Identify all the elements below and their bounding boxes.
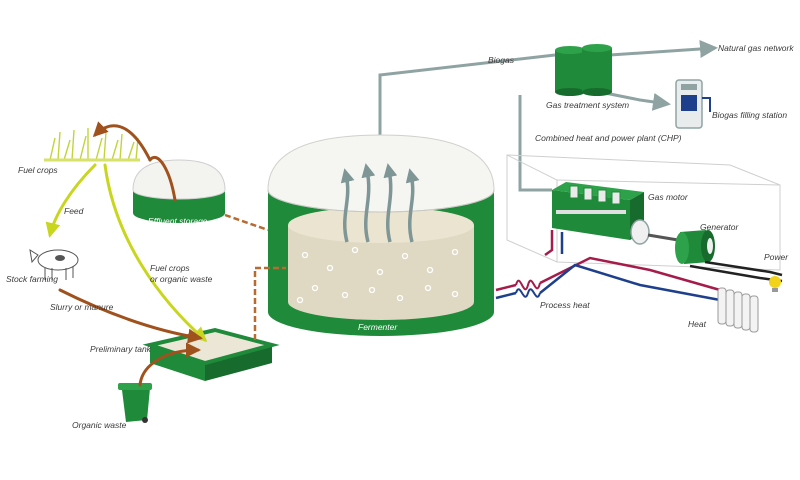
label-process-heat: Process heat	[540, 300, 590, 310]
heat-pipes	[495, 230, 721, 302]
label-power: Power	[764, 252, 789, 262]
power-cables	[689, 260, 783, 283]
radiator-icon	[717, 287, 759, 333]
label-fuel-crops-waste-line2: or organic waste	[150, 274, 213, 284]
label-heat: Heat	[688, 319, 707, 329]
label-gas-treatment-system: Gas treatment system	[546, 100, 629, 110]
preliminary-tank	[142, 327, 280, 381]
label-organic-waste: Organic waste	[72, 420, 127, 430]
drive-shaft	[647, 233, 679, 242]
chp-enclosure	[506, 154, 781, 271]
cow-icon	[29, 248, 79, 280]
gas-rising-arrows	[340, 163, 420, 243]
label-stock-farming: Stock farming	[6, 274, 58, 284]
label-slurry-or-manure: Slurry or manure	[50, 302, 114, 312]
generator	[675, 230, 715, 264]
effluent-storage	[132, 159, 226, 223]
label-natural-gas-network: Natural gas network	[718, 43, 794, 53]
label-effluent-storage: Effluent storage	[148, 216, 208, 226]
label-feed: Feed	[64, 206, 84, 216]
process-heat-exchanger	[515, 279, 541, 298]
organic-waste-bin-icon	[118, 383, 152, 423]
label-generator: Generator	[700, 222, 739, 232]
fermenter	[267, 134, 495, 336]
label-fuel-crops: Fuel crops	[18, 165, 58, 175]
label-biogas-filling-station: Biogas filling station	[712, 110, 787, 120]
label-preliminary-tank: Preliminary tank	[90, 344, 152, 354]
substrate-lines	[224, 213, 286, 340]
gas-treatment-system	[555, 44, 612, 96]
label-chp: Combined heat and power plant (CHP)	[535, 133, 682, 143]
label-gas-motor: Gas motor	[648, 192, 689, 202]
gas-motor	[552, 182, 650, 245]
gas-pipes	[378, 40, 718, 192]
light-bulb-icon	[769, 276, 781, 292]
label-biogas: Biogas	[488, 55, 515, 65]
biogas-filling-station	[675, 79, 711, 129]
fuel-crops-grass-icon	[44, 128, 140, 162]
flow-arrows	[45, 121, 208, 387]
fermenter-bubbles	[296, 246, 459, 304]
label-fermenter: Fermenter	[358, 322, 398, 332]
label-fuel-crops-waste-line1: Fuel crops	[150, 263, 190, 273]
